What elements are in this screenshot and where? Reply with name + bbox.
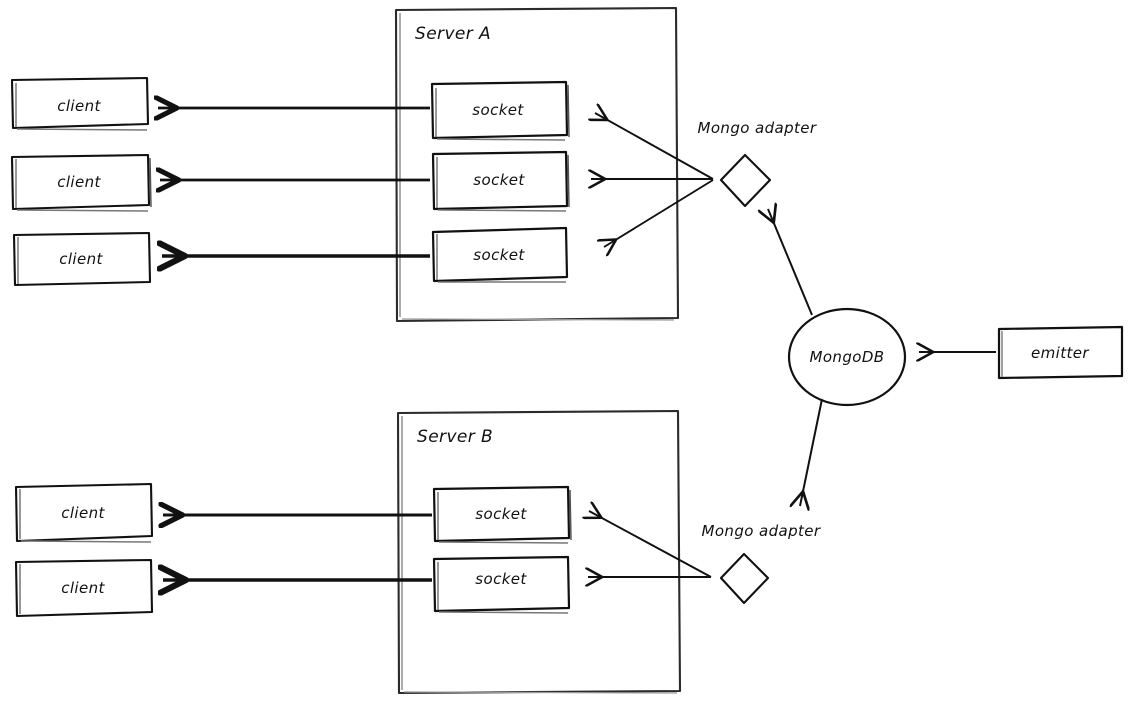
server-a-border-shadow-bottom bbox=[401, 318, 675, 321]
socket-a3[interactable] bbox=[431, 226, 569, 283]
socket-b2[interactable] bbox=[432, 555, 571, 614]
socket-b2-edge-bottom bbox=[438, 611, 569, 614]
client-a2-edge-bottom bbox=[16, 209, 149, 212]
client-a2-border bbox=[10, 153, 151, 211]
client-a3-border bbox=[12, 231, 152, 287]
emitter-box[interactable] bbox=[997, 325, 1124, 380]
client-a1[interactable] bbox=[10, 76, 150, 131]
arrow-mongodb-to-adapter-a bbox=[768, 209, 813, 316]
socket-a2-border bbox=[431, 150, 569, 211]
socket-b1-edge-bottom bbox=[438, 541, 569, 544]
server-b-border bbox=[396, 409, 682, 695]
mongo-adapter-b-shape bbox=[719, 552, 770, 605]
socket-b1[interactable] bbox=[432, 485, 572, 544]
client-a2[interactable] bbox=[10, 153, 152, 212]
socket-to-client-arrows bbox=[158, 108, 432, 580]
arrow-adapter-a-to-socket-a3 bbox=[604, 179, 714, 247]
socket-a1-edge-bottom bbox=[436, 138, 566, 141]
socket-b1-border bbox=[432, 485, 571, 543]
mongodb-to-adapter-arrows bbox=[768, 209, 823, 506]
arrow-adapter-a-to-socket-a1 bbox=[595, 113, 714, 180]
socket-a3-border bbox=[431, 226, 569, 283]
server-a-container[interactable] bbox=[394, 6, 680, 323]
socket-a2-edge-right bbox=[567, 154, 570, 208]
mongo-adapter-a-shape bbox=[719, 153, 772, 208]
arrow-mongodb-to-adapter-b bbox=[800, 398, 823, 506]
emitter-border bbox=[997, 325, 1124, 380]
server-b-container[interactable] bbox=[396, 409, 682, 695]
socket-b1-edge-right bbox=[569, 489, 572, 541]
client-b1-edge-bottom bbox=[20, 540, 152, 543]
mongodb-circle bbox=[787, 307, 907, 407]
adapter-a-to-sockets-arrows bbox=[591, 113, 714, 247]
client-b1[interactable] bbox=[14, 482, 154, 543]
mongo-adapter-a-diamond[interactable] bbox=[719, 153, 772, 208]
client-b2-border bbox=[14, 558, 154, 618]
socket-a1-border bbox=[430, 80, 569, 140]
socket-b2-border bbox=[432, 555, 571, 613]
adapter-b-to-sockets-arrows bbox=[588, 511, 712, 578]
client-b1-border bbox=[14, 482, 154, 543]
client-a3[interactable] bbox=[12, 231, 152, 287]
socket-a2-edge-bottom bbox=[437, 209, 567, 212]
client-a1-edge-bottom bbox=[16, 128, 148, 131]
socket-a1[interactable] bbox=[430, 80, 570, 141]
client-b2[interactable] bbox=[14, 558, 154, 618]
mongo-adapter-b-diamond[interactable] bbox=[719, 552, 770, 605]
socket-a1-edge-right bbox=[567, 84, 570, 138]
mongodb-node[interactable] bbox=[787, 307, 907, 407]
server-b-border-shadow-bottom bbox=[403, 691, 678, 694]
client-a1-border bbox=[10, 76, 150, 130]
client-a2-edge-right bbox=[149, 157, 152, 208]
arrow-adapter-b-to-socket-b1 bbox=[589, 511, 712, 578]
socket-a2[interactable] bbox=[431, 150, 570, 212]
server-a-border bbox=[394, 6, 680, 323]
